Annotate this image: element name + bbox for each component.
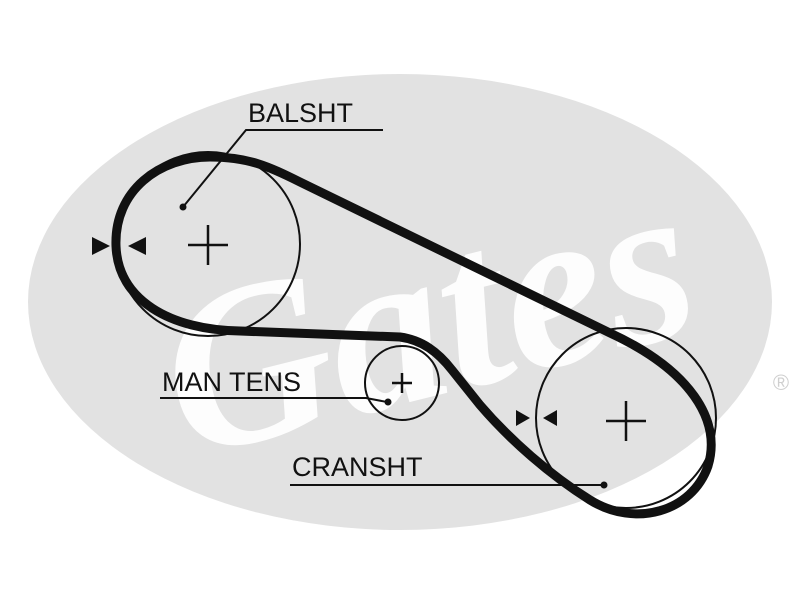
- balance-shaft-center-cross-icon: [188, 225, 228, 265]
- man-tens-leader-line: [160, 397, 388, 403]
- man-tens-reference-dot: [384, 398, 392, 406]
- cransht-label: CRANSHT: [292, 452, 423, 482]
- cransht-reference-dot: [600, 481, 608, 489]
- crankshaft-center-cross-icon: [606, 401, 646, 441]
- man-tens-label: MAN TENS: [162, 367, 301, 397]
- balsht-label: BALSHT: [248, 98, 353, 128]
- leader-dots: [179, 203, 608, 489]
- balsht-leader-line: [182, 129, 383, 208]
- center-marks: [188, 225, 646, 441]
- tensioner-center-cross-icon: [392, 373, 412, 393]
- watermark-ellipse: [28, 74, 772, 530]
- brand-watermark: Gates ®: [28, 74, 789, 530]
- balance-shaft-timing-mark-icon: [92, 237, 146, 255]
- manual-tensioner-pulley: [364, 345, 440, 421]
- crankshaft-pulley: [535, 327, 717, 509]
- leaders: [160, 129, 604, 486]
- timing-marks: [92, 237, 557, 426]
- timing-belt: [111, 152, 716, 519]
- crankshaft-timing-mark-icon: [516, 410, 557, 426]
- registered-mark: ®: [773, 370, 789, 395]
- balsht-reference-dot: [179, 203, 187, 211]
